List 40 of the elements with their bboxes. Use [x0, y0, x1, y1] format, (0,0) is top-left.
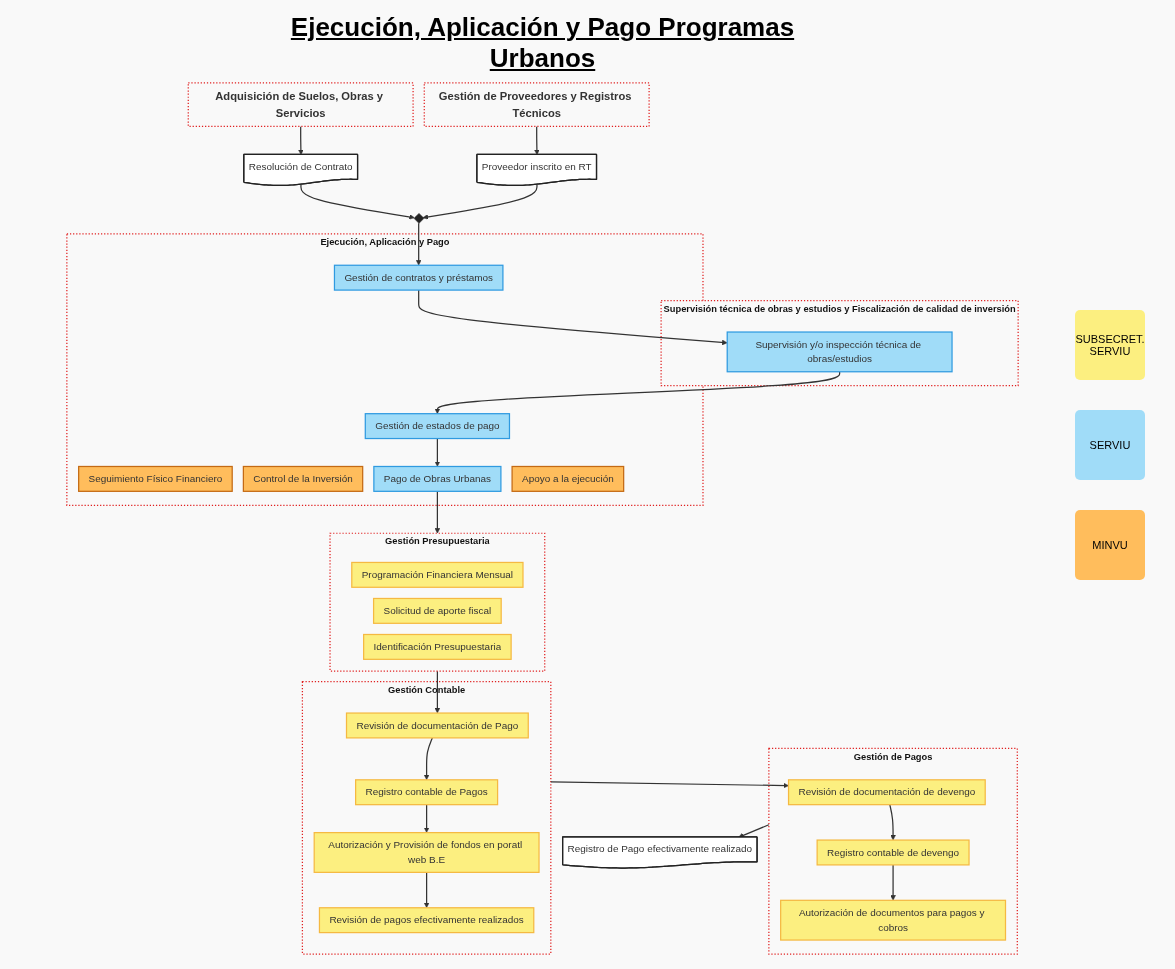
diagram-title: Ejecución, Aplicación y Pago Programas Urbanos: [289, 12, 796, 74]
node-box: Gestión de Proveedores y Registros Técnicos: [423, 82, 650, 128]
node-box: Pago de Obras Urbanas: [373, 465, 502, 492]
legend-swatch: SERVIU: [1075, 410, 1145, 480]
node-box: Control de la Inversión: [242, 465, 364, 492]
arrow: [550, 781, 789, 789]
arrow: [534, 125, 540, 155]
node-box: Autorización de documentos para pagos y cobros: [780, 899, 1007, 941]
node-diamond: [413, 213, 425, 224]
node-box: Registro contable de devengo: [816, 839, 970, 866]
arrow: [415, 222, 422, 266]
node-box: Revisión de pagos efectivamente realizados: [318, 907, 535, 934]
node-box: Gestión de contratos y préstamos: [333, 264, 504, 291]
arrow: [434, 437, 441, 467]
arrow: [298, 125, 304, 155]
arrow: [890, 864, 896, 901]
arrow: [422, 183, 538, 220]
arrow: [423, 737, 433, 781]
arrow: [889, 804, 896, 841]
node-box: Seguimiento Físico Financiero: [78, 465, 233, 492]
arrow: [423, 804, 430, 833]
node-box: Revisión de documentación de devengo: [787, 779, 986, 806]
node-box: Autorización y Provisión de fondos en poratl web B.E: [313, 832, 540, 873]
node-box: Gestión de estados de pago: [364, 413, 511, 440]
node-box: Identificación Presupuestaria: [363, 633, 512, 660]
node-box: Supervisión y/o inspección técnica de obras/estudios: [726, 331, 953, 373]
node-box: Solicitud de aporte fiscal: [372, 597, 502, 624]
legend-swatch: MINVU: [1075, 510, 1145, 580]
node-box: Programación Financiera Mensual: [351, 561, 524, 588]
arrow: [434, 371, 841, 414]
arrow: [423, 871, 430, 908]
arrow: [434, 670, 441, 714]
node-box: Revisión de documentación de Pago: [345, 712, 529, 739]
arrow: [434, 490, 441, 534]
node-box: Adquisición de Suelos, Obras y Servicios: [187, 82, 414, 128]
arrow: [300, 183, 415, 220]
node-box: Apoyo a la ejecución: [511, 465, 625, 492]
arrow: [418, 289, 728, 346]
legend-swatch: SUBSECRET. SERVIU: [1075, 310, 1145, 380]
node-box: Registro contable de Pagos: [355, 779, 499, 806]
